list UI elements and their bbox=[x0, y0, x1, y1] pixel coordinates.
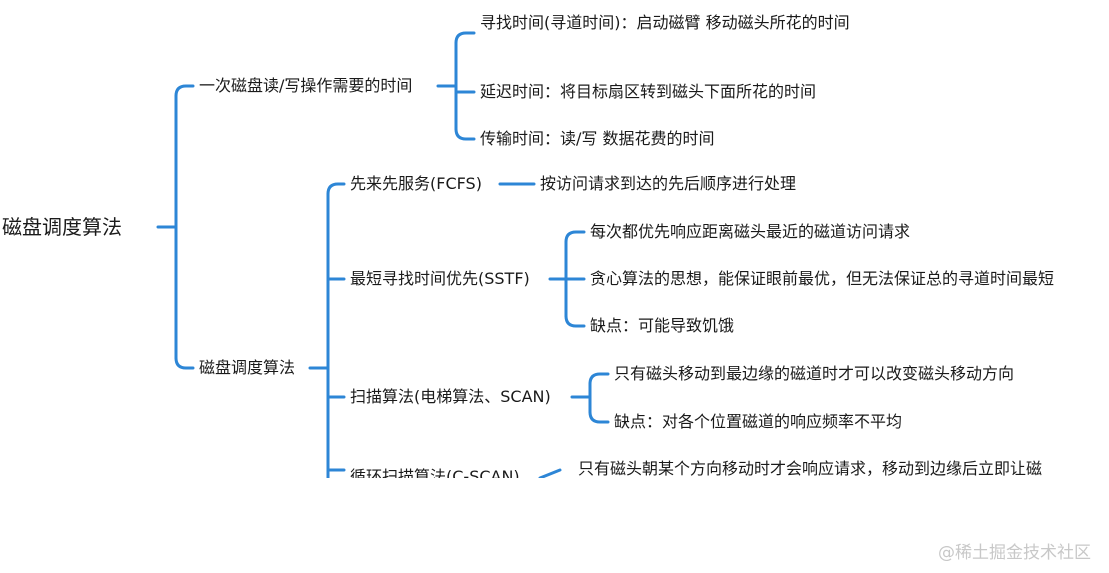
sstf-node[interactable]: 最短寻找时间优先(SSTF) bbox=[350, 269, 530, 288]
watermark-text: @稀土掘金技术社区 bbox=[938, 543, 1091, 563]
scan-desc-2[interactable]: 缺点：对各个位置磁道的响应频率不平均 bbox=[614, 412, 903, 431]
scan-desc-1[interactable]: 只有磁头移动到最边缘的磁道时才可以改变磁头移动方向 bbox=[614, 364, 1015, 383]
sstf-desc-2[interactable]: 贪心算法的思想，能保证眼前最优，但无法保证总的寻道时间最短 bbox=[590, 269, 1055, 288]
scan-node[interactable]: 扫描算法(电梯算法、SCAN) bbox=[350, 387, 551, 406]
mindmap-connectors bbox=[156, 31, 610, 478]
fcfs-desc[interactable]: 按访问请求到达的先后顺序进行处理 bbox=[540, 174, 797, 193]
root-node[interactable]: 磁盘调度算法 bbox=[2, 215, 122, 239]
latency-time-node[interactable]: 延迟时间：将目标扇区转到磁头下面所花的时间 bbox=[480, 82, 817, 101]
branch-time-cost[interactable]: 一次磁盘读/写操作需要的时间 bbox=[199, 76, 413, 95]
cscan-node[interactable]: 循环扫描算法(C-SCAN) bbox=[350, 467, 520, 478]
sstf-desc-1[interactable]: 每次都优先响应距离磁头最近的磁道访问请求 bbox=[590, 222, 911, 241]
mindmap-canvas: 磁盘调度算法 一次磁盘读/写操作需要的时间 寻找时间(寻道时间)：启动磁臂 移动… bbox=[2, 13, 1055, 478]
branch-scheduling[interactable]: 磁盘调度算法 bbox=[199, 358, 296, 377]
sstf-desc-3[interactable]: 缺点：可能导致饥饿 bbox=[590, 316, 735, 335]
fcfs-node[interactable]: 先来先服务(FCFS) bbox=[350, 174, 482, 193]
seek-time-node[interactable]: 寻找时间(寻道时间)：启动磁臂 移动磁头所花的时间 bbox=[480, 13, 850, 32]
cscan-desc-1[interactable]: 只有磁头朝某个方向移动时才会响应请求，移动到边缘后立即让磁 bbox=[578, 459, 1043, 478]
transfer-time-node[interactable]: 传输时间：读/写 数据花费的时间 bbox=[480, 129, 715, 148]
